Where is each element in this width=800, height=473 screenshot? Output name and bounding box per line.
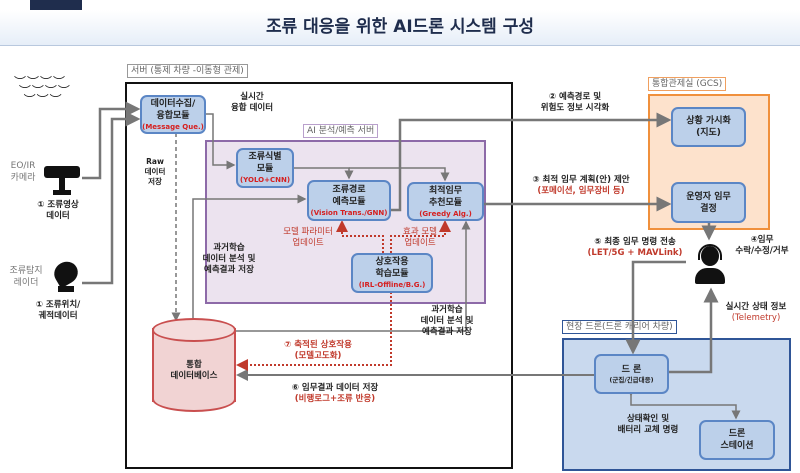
- battery-command-label: 상태확인 및 배터리 교체 명령: [617, 414, 679, 435]
- telemetry-label: 실시간 상태 정보(Telemetry): [714, 302, 798, 324]
- module-name: 운영자 임무 결정: [686, 191, 731, 214]
- db-to-mission: [236, 220, 471, 332]
- gcs-label: 통합관제실 (GCS): [648, 77, 727, 91]
- raw-storage-label: Raw 데이터 저장: [144, 157, 166, 186]
- interact-to-path: [336, 220, 384, 253]
- module-tech: (IRL-Offline/B.G.): [358, 281, 426, 289]
- radar-icon: [50, 257, 82, 294]
- bird-identify-module[interactable]: 조류식별 모듈 (YOLO+CNN): [236, 148, 294, 188]
- operator-icon: [693, 244, 727, 286]
- module-name: 상호작용 학습모듈: [375, 257, 409, 279]
- drone-station-module[interactable]: 드론 스테이션: [699, 420, 775, 460]
- camera-label: EO/IR 카메라: [10, 161, 36, 183]
- module-name: 최적임무 추천모듈: [428, 185, 463, 208]
- step3-label: ③ 최적 임무 계획(안) 제안(포메이션, 임무장비 등): [515, 175, 647, 197]
- param-update-label: 모델 파라미터 업데이트: [283, 227, 333, 248]
- module-name: 데이터수집/ 융합모듈: [150, 98, 196, 121]
- step5-sub: (LET/5G + MAVLink): [587, 248, 683, 258]
- step3-title: ③ 최적 임무 계획(안) 제안: [532, 175, 630, 185]
- module-name: 상황 가시화 (지도): [686, 116, 731, 138]
- interaction-learning-module[interactable]: 상호작용 학습모듈 (IRL-Offline/B.G.): [351, 253, 433, 293]
- header-tab: [30, 0, 82, 12]
- step6-title: ⑥ 임무결과 데이터 저장: [291, 383, 379, 393]
- title-bar: 조류 대응을 위한 AI드론 시스템 구성: [0, 10, 800, 46]
- module-tech: (Vision Trans./GNN): [310, 208, 388, 217]
- module-name: 조류식별 모듈: [248, 152, 282, 174]
- path-prediction-module[interactable]: 조류경로 예측모듈(Vision Trans./GNN): [307, 180, 391, 221]
- step6-label: ⑥ 임무결과 데이터 저장(비행로그+조류 반응): [272, 383, 398, 405]
- mission-recommend-module[interactable]: 최적임무 추천모듈(Greedy Alg.): [407, 182, 484, 221]
- module-name: 조류경로 예측모듈: [332, 184, 366, 207]
- drone-module[interactable]: 드 론(군집/긴급대응): [594, 354, 669, 394]
- identify-to-path: [293, 167, 354, 180]
- step7-sub: (모델고도화): [294, 351, 342, 361]
- field-label: 현장 드론(드론 캐리어 차량): [562, 320, 677, 334]
- radar-arrow: [82, 111, 141, 285]
- command-arrow: [625, 260, 686, 355]
- camera-icon: [44, 166, 80, 196]
- camera-arrow: [82, 101, 141, 180]
- database-label: 통합 데이터베이스: [170, 360, 218, 381]
- past-learning-left-label: 과거학습 데이터 분석 및 예측결과 저장: [202, 243, 256, 275]
- server-label: 서버 (통제 차량 -이동형 관제): [127, 64, 248, 78]
- module-tech: (Message Que.): [142, 122, 204, 131]
- step5-label: ⑤ 최종 임무 명령 전송(LET/5G + MAVLink): [580, 237, 690, 259]
- interact-to-mission: [390, 220, 451, 253]
- module-name: 드론 스테이션: [720, 429, 754, 451]
- module-tech: (군집/긴급대응): [609, 375, 654, 384]
- step7-title: ⑦ 축적된 상호작용: [284, 340, 352, 350]
- db-to-path: [192, 194, 307, 320]
- past-learning-right-label: 과거학습 데이터 분석 및 예측결과 저장: [420, 305, 474, 337]
- station-arrow: [626, 387, 741, 420]
- step6-sub: (비행로그+조류 반응): [294, 394, 376, 404]
- identify-to-mission: [349, 167, 450, 182]
- effect-update-label: 효과 모델 업데이트: [403, 227, 437, 248]
- radar-label: 조류탐지 레이더: [9, 266, 43, 288]
- telemetry-sub: (Telemetry): [731, 313, 781, 323]
- step2-label: ② 예측경로 및 위험도 정보 시각화: [540, 92, 610, 113]
- module-tech: (YOLO+CNN): [239, 176, 291, 184]
- radar-data-label: ① 조류위치/ 궤적데이터: [35, 300, 81, 321]
- telemetry-arrow: [668, 287, 719, 374]
- module-tech: (Greedy Alg.): [419, 209, 472, 218]
- module-name: 드 론: [621, 364, 642, 375]
- step4-label: ④임무 수락/수정/거부: [735, 235, 789, 256]
- birds-icon: ︶︶︶︶ ︶︶︶︶ ︶︶︶: [14, 75, 71, 107]
- page-title: 조류 대응을 위한 AI드론 시스템 구성: [265, 17, 535, 37]
- path-to-visual: [390, 112, 672, 212]
- server-box: [125, 82, 513, 469]
- situation-visual-module[interactable]: 상황 가시화 (지도): [671, 107, 746, 147]
- database-cylinder[interactable]: 통합 데이터베이스: [152, 318, 236, 412]
- operator-decision-module[interactable]: 운영자 임무 결정: [671, 182, 746, 223]
- data-collection-module[interactable]: 데이터수집/ 융합모듈(Message Que.): [140, 95, 206, 134]
- camera-data-label: ① 조류영상 데이터: [37, 200, 79, 221]
- step5-title: ⑤ 최종 임무 명령 전송: [594, 237, 676, 247]
- step7-label: ⑦ 축적된 상호작용(모델고도화): [262, 340, 374, 362]
- telemetry-title: 실시간 상태 정보: [725, 302, 787, 312]
- fusion-arrow: [205, 113, 236, 170]
- ai-server-label: AI 분석/예측 서버: [303, 124, 379, 138]
- realtime-data-label: 실시간 융합 데이터: [230, 92, 274, 113]
- step3-sub: (포메이션, 임무장비 등): [537, 186, 625, 196]
- interact-to-db: [236, 292, 392, 371]
